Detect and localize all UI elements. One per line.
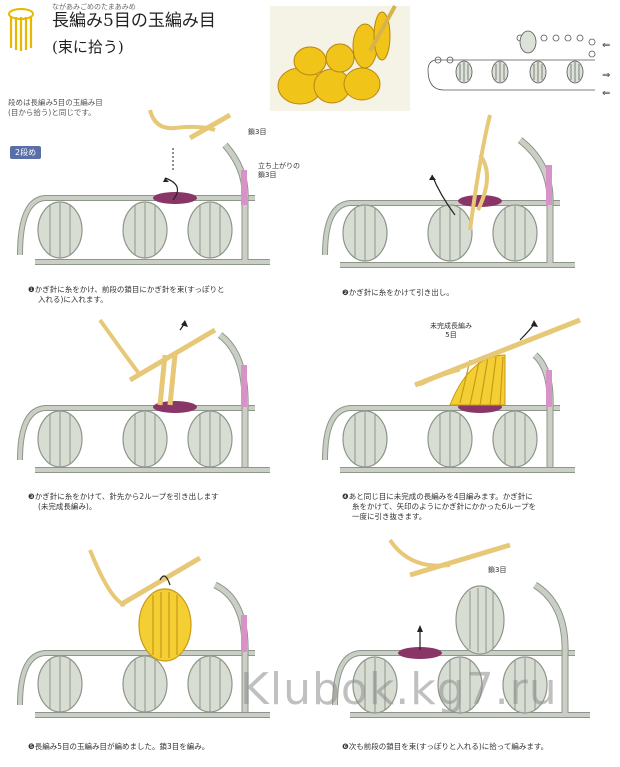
svg-text:⇐: ⇐ xyxy=(602,88,610,99)
logo-icon xyxy=(6,4,36,54)
intro-note-line1: 段めは長編み5目の玉編み目 xyxy=(8,98,103,107)
step5-caption-text1: 長編み5目の玉編み目が編めました。鎖3目を編み。 xyxy=(34,742,210,751)
step4-illustration xyxy=(322,317,581,473)
step1-label-b-line1: 立ち上がりの xyxy=(258,162,300,170)
step1-label-b-line2: 鎖3目 xyxy=(258,171,277,179)
step4-caption: ❹あと同じ目に未完成の長編みを4目編みます。かぎ針に 糸をかけて、矢印のようにか… xyxy=(342,492,536,522)
svg-text:⇐: ⇐ xyxy=(602,40,610,51)
step-number-6: ❻ xyxy=(342,742,349,751)
step6-illustration xyxy=(332,538,590,718)
step6-label: 鎖3目 xyxy=(488,566,507,574)
step6-caption: ❻次も前段の鎖目を束(すっぽりと入れる)に拾って編みます。 xyxy=(342,742,548,752)
step2-caption-line1: ❷かぎ針に糸をかけて引き出し。 xyxy=(342,288,454,298)
step1-caption-line2: 入れる)に入れます。 xyxy=(38,295,108,304)
step-number-5: ❺ xyxy=(28,742,35,751)
title-ruby: ながあみごめのたまあみめ xyxy=(52,3,136,11)
step5-caption: ❺長編み5目の玉編み目が編めました。鎖3目を編み。 xyxy=(28,742,209,752)
step3-caption-line1: ❸かぎ針に糸をかけて、針先から2ループを引き出します xyxy=(28,492,219,502)
step1-label-a: 鎖3目 xyxy=(248,128,267,136)
step3-caption-text1: かぎ針に糸をかけて、針先から2ループを引き出します xyxy=(34,492,219,501)
sample-photo xyxy=(270,5,410,111)
step-number-2: ❷ xyxy=(342,288,349,297)
step4-label-line1: 未完成長編み xyxy=(430,322,472,330)
step4-label: 未完成長編み 5目 xyxy=(430,322,472,340)
page-title: 長編み5目の玉編み目 xyxy=(52,11,216,31)
step3-caption: ❸かぎ針に糸をかけて、針先から2ループを引き出します (未完成長編み)。 xyxy=(28,492,219,512)
step2-caption-text1: かぎ針に糸をかけて引き出し。 xyxy=(348,288,454,297)
step4-label-line2: 5目 xyxy=(445,331,457,339)
intro-note: 段めは長編み5目の玉編み目 (目から拾う)と同じです。 xyxy=(8,98,103,118)
page-subtitle: (束に拾う) xyxy=(52,38,124,56)
step1-caption: ❶かぎ針に糸をかけ、前段の鎖目にかぎ針を束(すっぽりと 入れる)に入れます。 xyxy=(28,285,224,305)
svg-text:⇒: ⇒ xyxy=(602,70,610,81)
row-badge: 2段め xyxy=(10,146,42,159)
step2-illustration xyxy=(322,114,575,268)
intro-note-line2: (目から拾う)と同じです。 xyxy=(8,108,96,117)
step5-illustration xyxy=(17,549,270,718)
stitch-chart: ⇐ ⇒ ⇐ xyxy=(427,30,610,99)
step5-caption-line1: ❺長編み5目の玉編み目が編めました。鎖3目を編み。 xyxy=(28,742,209,752)
step4-caption-line2: 糸をかけて、矢印のようにかぎ針にかかった6ループを xyxy=(352,502,536,511)
bobble-stitch-icon xyxy=(8,8,34,51)
step-number-3: ❸ xyxy=(28,492,35,501)
step-number-4: ❹ xyxy=(342,492,349,501)
step3-caption-line2: (未完成長編み)。 xyxy=(38,502,97,511)
step6-caption-line1: ❻次も前段の鎖目を束(すっぽりと入れる)に拾って編みます。 xyxy=(342,742,548,752)
step3-illustration xyxy=(17,318,270,473)
step4-caption-line3: 一度に引き抜きます。 xyxy=(352,512,427,521)
step4-caption-line1: ❹あと同じ目に未完成の長編みを4目編みます。かぎ針に xyxy=(342,492,536,502)
step1-label-b: 立ち上がりの 鎖3目 xyxy=(258,162,300,180)
step-number-1: ❶ xyxy=(28,285,35,294)
watermark: Klubok.kg7.ru xyxy=(240,664,558,715)
step1-caption-text1: かぎ針に糸をかけ、前段の鎖目にかぎ針を束(すっぽりと xyxy=(34,285,225,294)
step1-caption-line1: ❶かぎ針に糸をかけ、前段の鎖目にかぎ針を束(すっぽりと xyxy=(28,285,224,295)
step1-illustration xyxy=(17,109,270,265)
step6-caption-text1: 次も前段の鎖目を束(すっぽりと入れる)に拾って編みます。 xyxy=(348,742,549,751)
step2-caption: ❷かぎ針に糸をかけて引き出し。 xyxy=(342,288,454,298)
step4-caption-text1: あと同じ目に未完成の長編みを4目編みます。かぎ針に xyxy=(348,492,533,501)
